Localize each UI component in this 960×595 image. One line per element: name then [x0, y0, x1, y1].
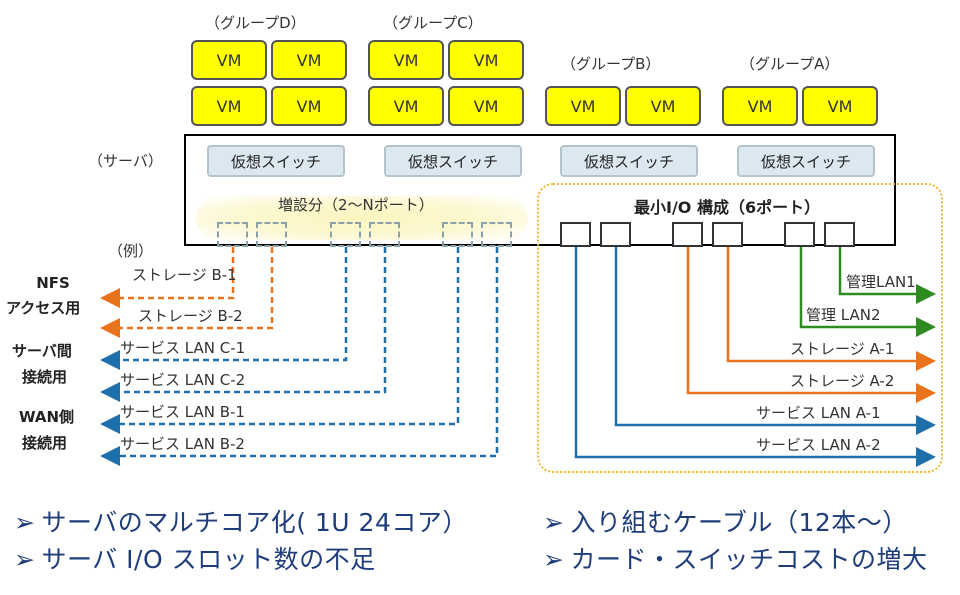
- virtual-switch: 仮想スイッチ: [737, 145, 875, 177]
- link-label-service-c1: サービス LAN C-1: [120, 339, 246, 357]
- expansion-port: [369, 222, 400, 247]
- vm-box: VM: [722, 86, 798, 126]
- virtual-switch: 仮想スイッチ: [207, 145, 345, 177]
- group-c-label: （グループC）: [383, 14, 483, 32]
- link-service-c2: [100, 247, 387, 402]
- link-label-service-a1: サービス LAN A-1: [756, 404, 881, 422]
- link-service-a2: [574, 247, 936, 467]
- bullet-text: 入り組むケーブル（12本～）: [570, 508, 908, 537]
- expansion-port: [256, 222, 287, 247]
- link-label-storage-a2: ストレージ A-2: [790, 372, 895, 390]
- bullet-text: サーバのマルチコア化( 1U 24コア）: [41, 508, 468, 537]
- link-storage-b2: [100, 247, 274, 338]
- example-label: （例）: [108, 242, 154, 260]
- link-mgmt-lan2: [799, 247, 936, 337]
- wan-category-line2: 接続用: [22, 434, 68, 452]
- link-label-service-b2: サービス LAN B-2: [120, 435, 245, 453]
- link-service-c1: [100, 247, 348, 370]
- group-b-label: （グループB）: [561, 55, 661, 73]
- inter-category-line1: サーバ間: [12, 342, 72, 360]
- bullet-arrow-icon: ➢: [14, 545, 36, 574]
- vm-box: VM: [802, 86, 878, 126]
- min-io-region: [537, 183, 943, 473]
- link-label-service-c2: サービス LAN C-2: [120, 371, 246, 389]
- link-label-service-a2: サービス LAN A-2: [756, 436, 881, 454]
- link-storage-b1: [100, 247, 235, 308]
- bullet-arrow-icon: ➢: [543, 508, 565, 537]
- link-label-mgmt-lan1: 管理LAN1: [846, 273, 916, 291]
- link-storage-a1: [726, 247, 936, 371]
- inter-category-line2: 接続用: [22, 368, 68, 386]
- vm-box: VM: [271, 40, 347, 80]
- link-label-storage-b2: ストレージ B-2: [138, 307, 243, 325]
- vm-box: VM: [625, 86, 701, 126]
- bullet-arrow-icon: ➢: [543, 545, 565, 574]
- virtual-switch: 仮想スイッチ: [560, 145, 698, 177]
- vm-box: VM: [271, 86, 347, 126]
- expansion-port: [481, 222, 512, 247]
- vm-box: VM: [545, 86, 621, 126]
- min-io-port: [672, 222, 703, 247]
- link-storage-a2: [686, 247, 936, 403]
- bullet-text: カード・スイッチコストの増大: [570, 545, 928, 574]
- vm-box: VM: [368, 40, 444, 80]
- vm-box: VM: [448, 86, 524, 126]
- virtual-switch: 仮想スイッチ: [384, 145, 522, 177]
- bullet-io-slot: ➢サーバ I/O スロット数の不足: [14, 540, 376, 576]
- server-label: （サーバ）: [88, 152, 163, 170]
- nfs-category-line1: NFS: [36, 274, 70, 292]
- min-io-port: [712, 222, 743, 247]
- link-label-storage-b1: ストレージ B-1: [132, 266, 237, 284]
- vm-box: VM: [368, 86, 444, 126]
- expansion-label: 増設分（2～Nポート）: [278, 196, 434, 214]
- min-io-port: [560, 222, 591, 247]
- min-io-port: [824, 222, 855, 247]
- wan-category-line1: WAN側: [19, 408, 75, 426]
- link-label-service-b1: サービス LAN B-1: [120, 403, 245, 421]
- link-label-storage-a1: ストレージ A-1: [790, 340, 895, 358]
- group-a-label: （グループA）: [740, 55, 840, 73]
- expansion-port: [330, 222, 361, 247]
- expansion-port: [442, 222, 473, 247]
- nfs-category-line2: アクセス用: [6, 299, 81, 317]
- vm-box: VM: [191, 40, 267, 80]
- min-io-port: [784, 222, 815, 247]
- min-io-port: [600, 222, 631, 247]
- bullet-cost: ➢カード・スイッチコストの増大: [543, 540, 927, 576]
- bullet-arrow-icon: ➢: [14, 508, 36, 537]
- link-mgmt-lan1: [838, 247, 936, 304]
- vm-box: VM: [448, 40, 524, 80]
- min-io-label: 最小I/O 構成（6ポート）: [634, 198, 821, 217]
- bullet-cables: ➢入り組むケーブル（12本～）: [543, 503, 908, 539]
- group-d-label: （グループD）: [205, 14, 306, 32]
- vm-box: VM: [191, 86, 267, 126]
- bullet-text: サーバ I/O スロット数の不足: [41, 545, 376, 574]
- link-service-a1: [614, 247, 936, 435]
- expansion-port: [217, 222, 248, 247]
- bullet-multicore: ➢サーバのマルチコア化( 1U 24コア）: [14, 503, 468, 539]
- link-label-mgmt-lan2: 管理 LAN2: [806, 306, 881, 324]
